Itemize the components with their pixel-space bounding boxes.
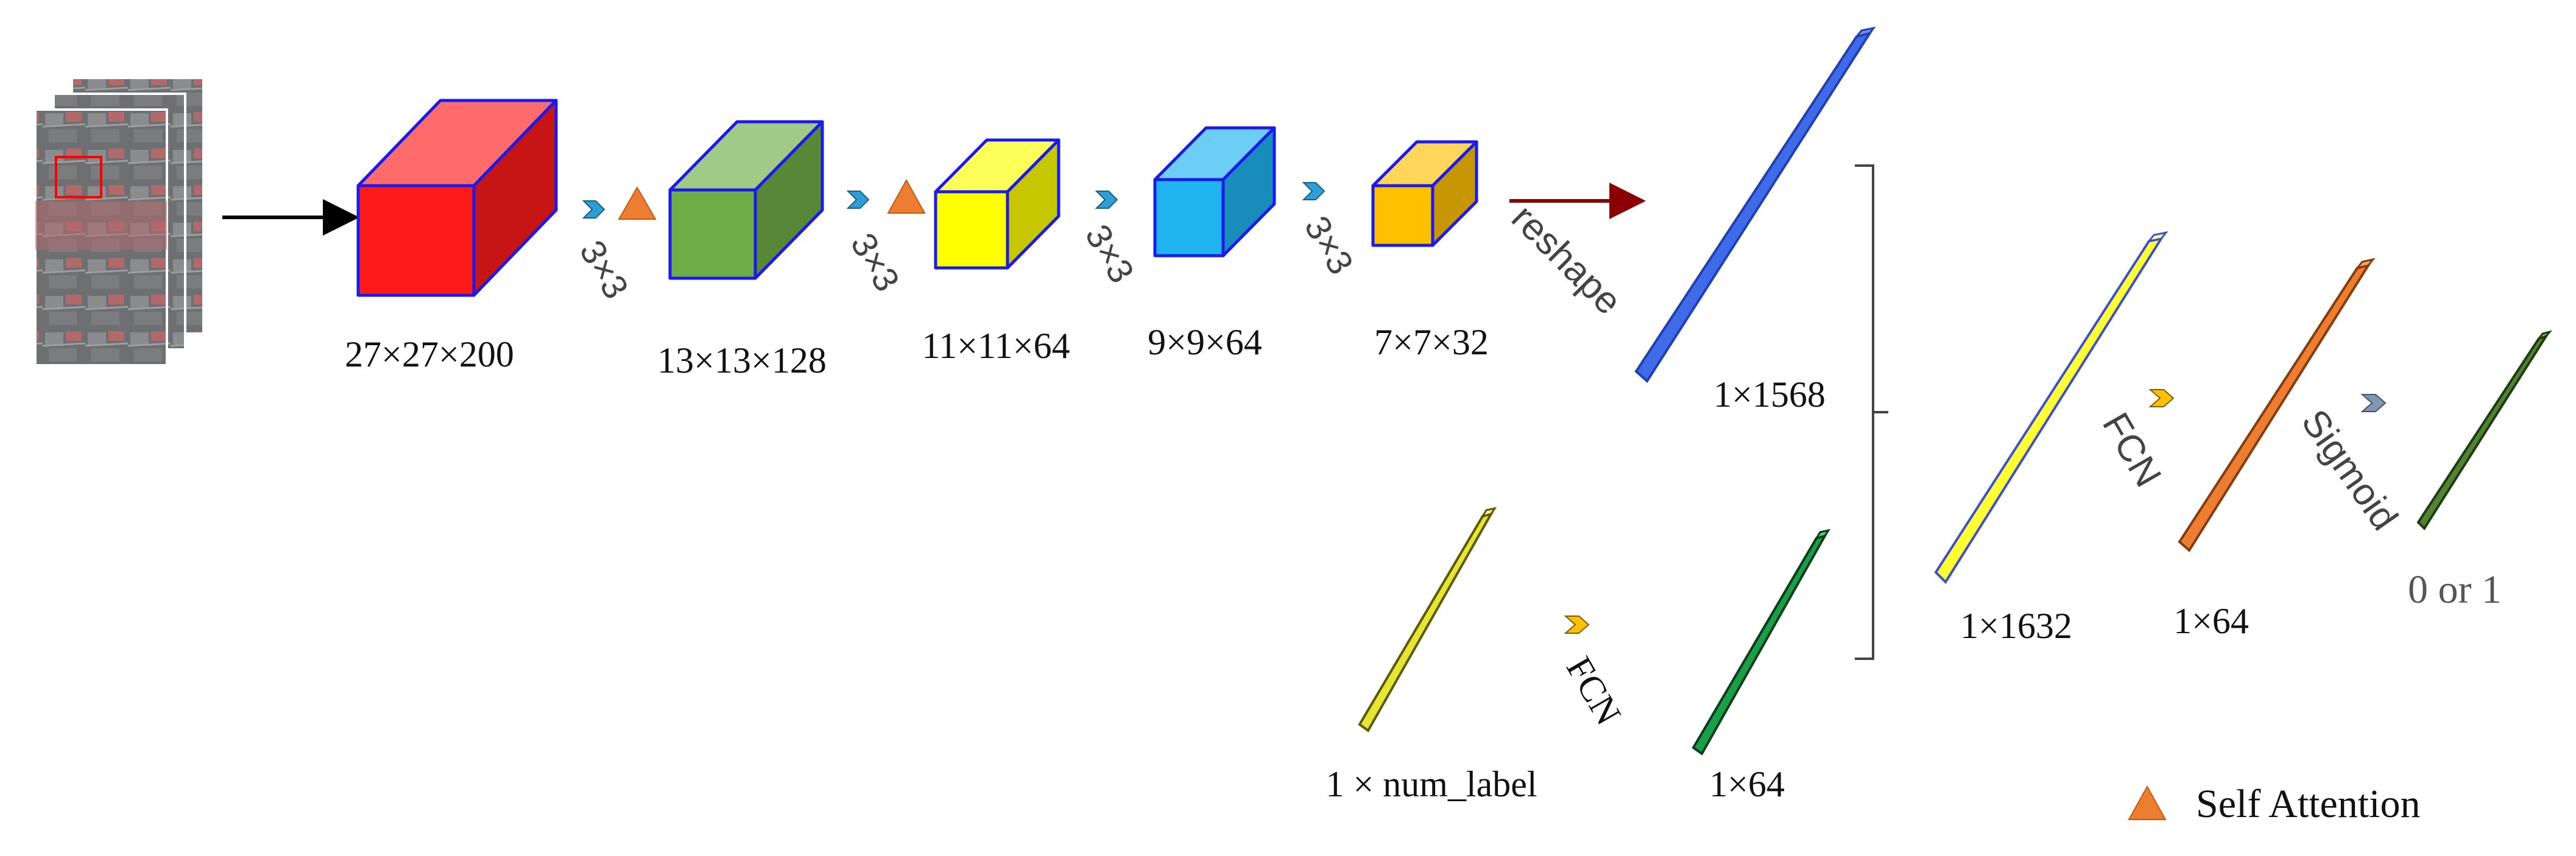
- output-vector: [2416, 330, 2553, 531]
- vector-shape-label: 1×64: [1709, 764, 1785, 804]
- fcn-label-branch: FCN: [1559, 650, 1629, 732]
- cube-front-face: [1153, 178, 1225, 258]
- vector-shape-label: 1 × num_label: [1325, 764, 1537, 804]
- conv-chevron-icon: [1302, 182, 1325, 200]
- feature-cube-4: [1153, 126, 1276, 258]
- concat-bracket: [1855, 164, 1888, 660]
- feature-cube-5: [1371, 140, 1478, 247]
- output-label: 0 or 1: [2408, 567, 2502, 612]
- self-attention-icon: [618, 186, 657, 220]
- layer-shape-label: 11×11×64: [922, 326, 1070, 366]
- vector-shape-label: 1×1632: [1960, 606, 2072, 646]
- cube-front-face: [356, 184, 476, 297]
- hidden-vector: [2178, 258, 2376, 553]
- conv-chevrons: [582, 182, 1325, 219]
- kernel-label: 3×3: [1078, 218, 1142, 290]
- sigmoid-chevron-icon: [2360, 394, 2387, 412]
- layer-shape-label: 27×27×200: [345, 334, 514, 374]
- reshape-label: reshape: [1503, 197, 1629, 323]
- fcn-chevron-icon: [2148, 389, 2175, 407]
- conv-chevron-icon: [846, 191, 870, 209]
- vector-shape-label: 1×1568: [1713, 374, 1826, 415]
- feature-cube-1: [356, 99, 558, 297]
- kernel-label: 3×3: [572, 234, 636, 306]
- patch-selection-box: [55, 156, 102, 198]
- label-input-vector: [1358, 507, 1497, 732]
- flattened-vector: [1634, 26, 1876, 384]
- fcn-label-main: FCN: [2094, 406, 2169, 494]
- input-image-stack: [34, 77, 205, 367]
- layer-shape-label: 9×9×64: [1148, 322, 1262, 362]
- conv-chevron-icon: [582, 200, 605, 219]
- triangle-icon: [2128, 785, 2167, 820]
- self-attention-icon: [887, 178, 926, 214]
- conv-chevron-icon: [1095, 191, 1118, 209]
- layer-shape-label: 13×13×128: [657, 340, 827, 381]
- feature-cube-2: [668, 120, 824, 280]
- feature-cubes: [356, 99, 1478, 297]
- label-fc-vector: [1692, 528, 1831, 756]
- cube-front-face: [668, 188, 757, 280]
- input-image-tint: [35, 201, 167, 250]
- legend-label: Self Attention: [2196, 782, 2420, 826]
- kernel-label: 3×3: [843, 226, 907, 298]
- fcn-chevron-icon: [1564, 616, 1590, 634]
- feature-cube-3: [934, 138, 1060, 270]
- kernel-label: 3×3: [1297, 209, 1361, 281]
- cube-front-face: [1371, 184, 1434, 247]
- vector-shape-label: 1×64: [2173, 601, 2249, 641]
- layer-shape-label: 7×7×32: [1374, 322, 1489, 362]
- sigmoid-label: Sigmoid: [2293, 402, 2406, 538]
- legend: Self Attention: [2128, 782, 2420, 826]
- concat-vector: [1934, 231, 2168, 584]
- cube-front-face: [934, 190, 1009, 270]
